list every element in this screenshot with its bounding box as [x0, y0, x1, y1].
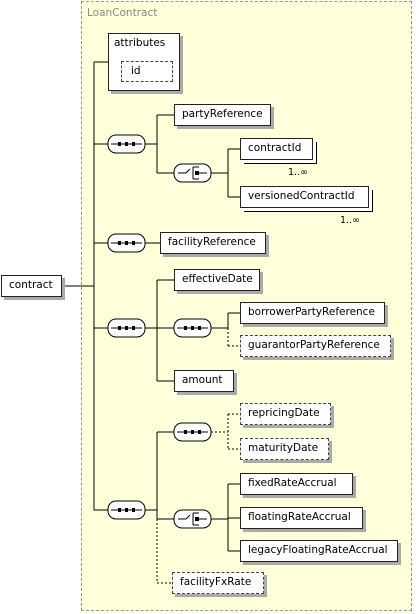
element-repricing-date[interactable]: repricingDate	[240, 403, 331, 425]
element-label: facilityFxRate	[180, 576, 252, 588]
element-label: maturityDate	[248, 442, 319, 454]
element-label: effectiveDate	[182, 273, 253, 285]
root-element-contract[interactable]: contract	[1, 275, 62, 297]
attribute-label: id	[131, 65, 141, 77]
attribute-id[interactable]: id	[121, 61, 173, 82]
element-label: floatingRateAccrual	[248, 511, 351, 523]
element-borrower-party-reference[interactable]: borrowerPartyReference	[240, 302, 385, 324]
attributes-label: attributes	[114, 37, 166, 49]
element-contract-id[interactable]: contractId	[240, 138, 313, 160]
element-label: fixedRateAccrual	[248, 477, 337, 489]
element-versioned-contract-id[interactable]: versionedContractId	[240, 186, 369, 208]
sequence-icon	[107, 233, 146, 253]
element-label: contractId	[248, 142, 302, 154]
element-facility-reference[interactable]: facilityReference	[160, 232, 266, 254]
element-facility-fx-rate[interactable]: facilityFxRate	[172, 572, 264, 594]
element-label: legacyFloatingRateAccrual	[248, 544, 388, 556]
element-amount[interactable]: amount	[174, 370, 234, 392]
element-label: amount	[182, 374, 223, 386]
multiplicity-label: 1..∞	[288, 167, 308, 178]
element-floating-rate-accrual[interactable]: floatingRateAccrual	[240, 507, 363, 529]
choice-icon	[173, 163, 212, 183]
element-label: versionedContractId	[248, 190, 355, 202]
multiplicity-label: 1..∞	[340, 215, 360, 226]
optional-connectors	[156, 328, 240, 584]
element-label: partyReference	[182, 108, 263, 120]
sequence-icon	[107, 318, 146, 338]
element-party-reference[interactable]: partyReference	[174, 104, 271, 126]
element-fixed-rate-accrual[interactable]: fixedRateAccrual	[240, 473, 353, 495]
element-maturity-date[interactable]: maturityDate	[240, 438, 329, 460]
element-label: guarantorPartyReference	[248, 339, 380, 351]
element-guarantor-party-reference[interactable]: guarantorPartyReference	[240, 335, 391, 357]
element-label: facilityReference	[168, 236, 256, 248]
element-label: repricingDate	[248, 407, 320, 419]
choice-icon	[173, 509, 212, 529]
element-label: contract	[9, 279, 53, 291]
element-legacy-floating-rate-accrual[interactable]: legacyFloatingRateAccrual	[240, 540, 398, 562]
element-label: borrowerPartyReference	[248, 306, 375, 318]
sequence-icon	[173, 422, 212, 442]
element-effective-date[interactable]: effectiveDate	[174, 269, 260, 291]
solid-connectors	[62, 61, 240, 552]
sequence-icon	[173, 318, 212, 338]
sequence-icon	[107, 134, 146, 154]
complex-type-name: LoanContract	[87, 7, 158, 19]
sequence-icon	[107, 500, 146, 520]
